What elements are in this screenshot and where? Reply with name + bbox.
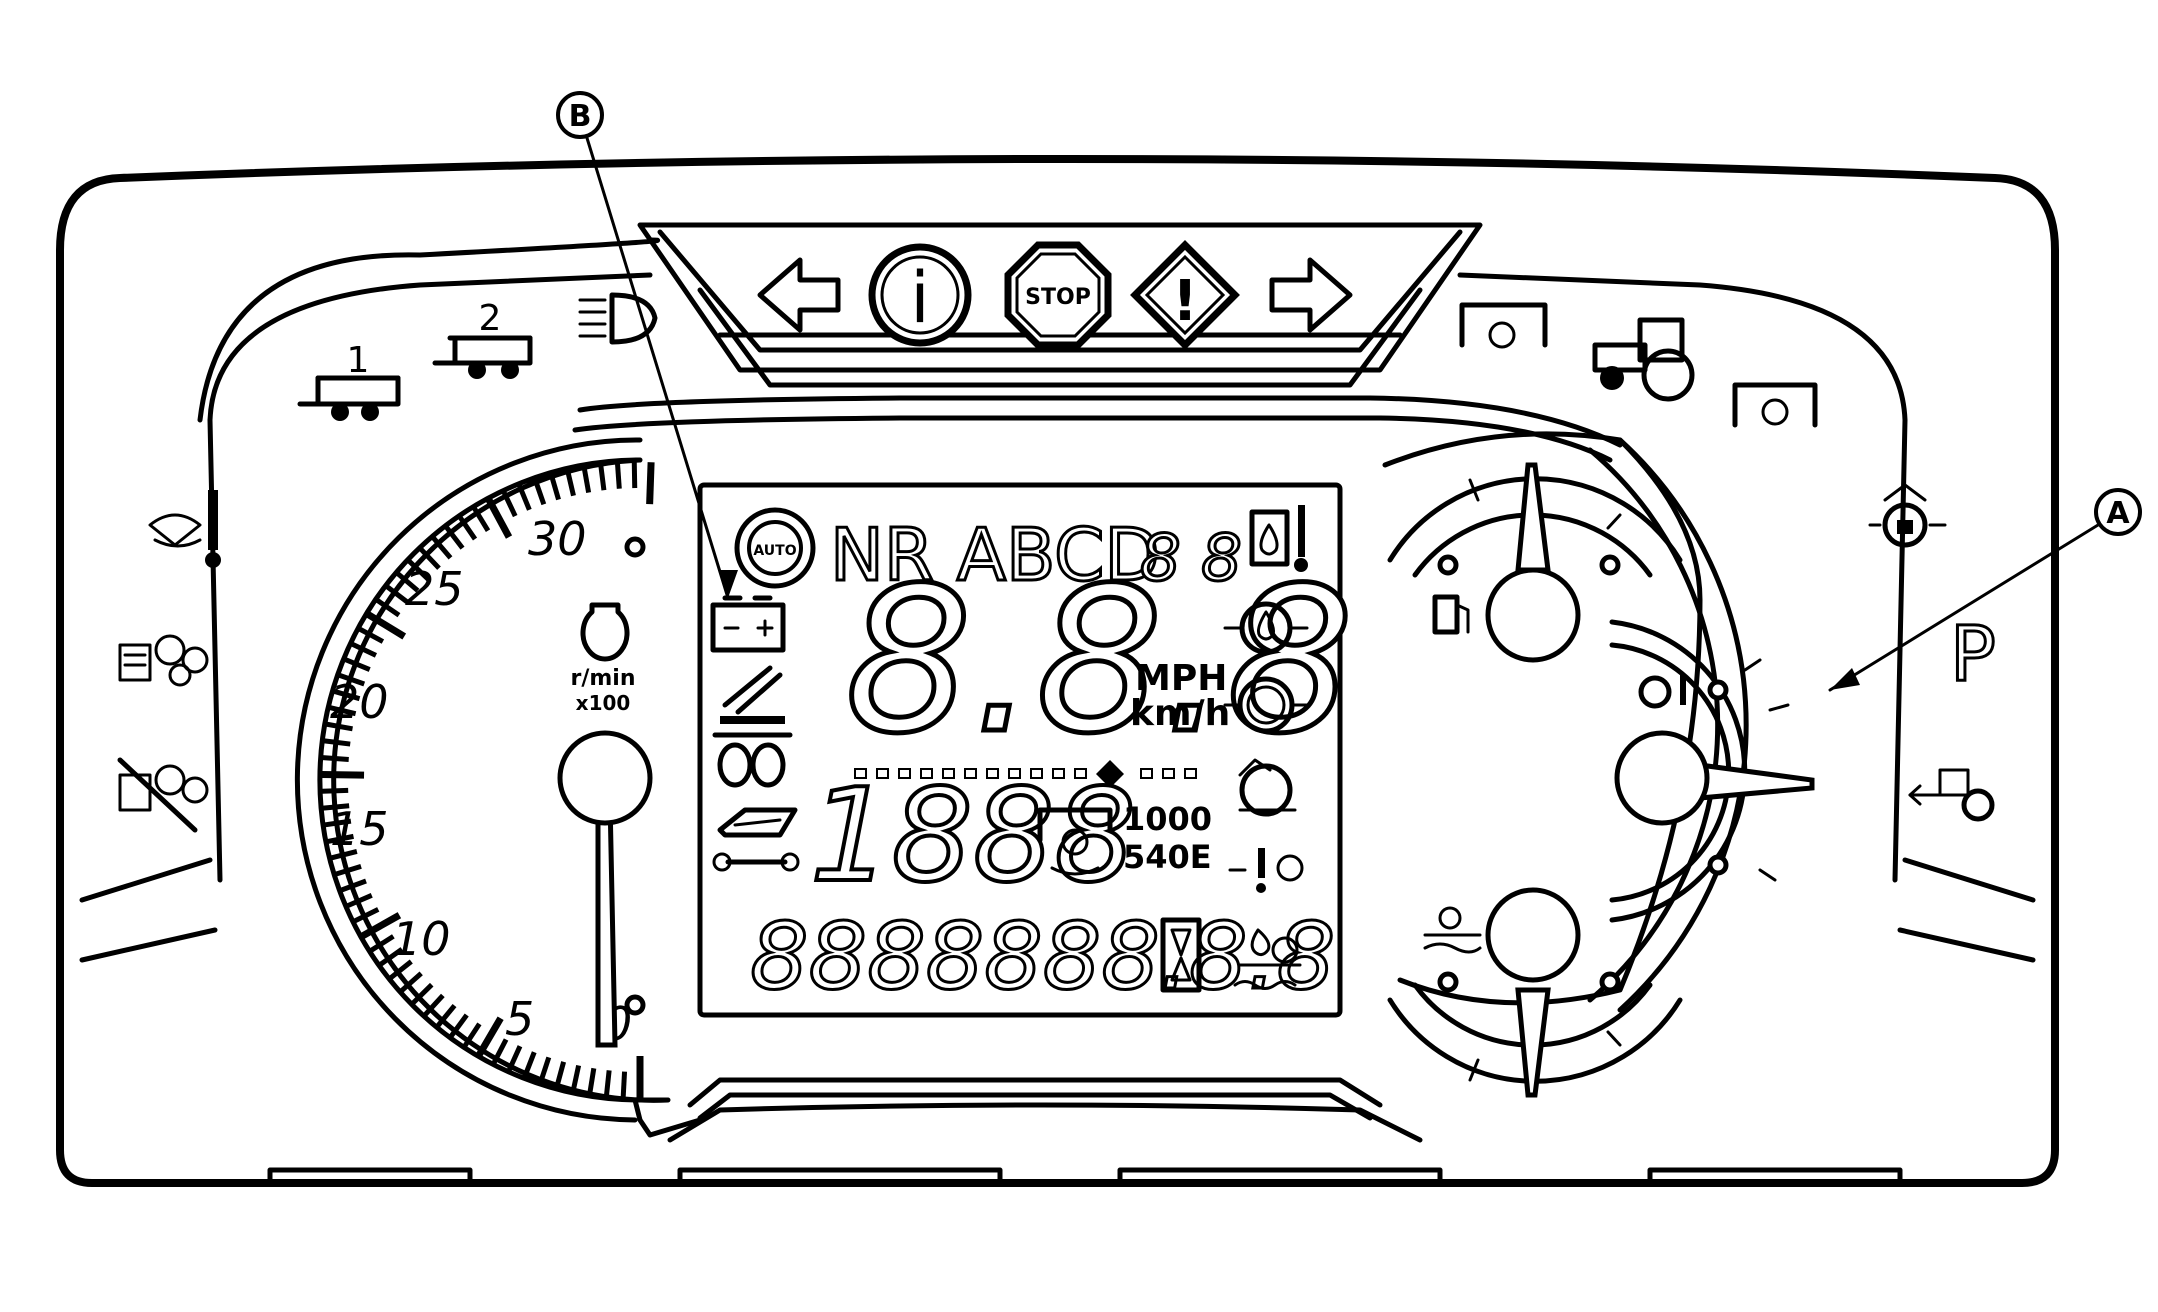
- tacho-hub: [560, 733, 650, 823]
- tacho-tick: [573, 1065, 578, 1090]
- hydraulic-warning-icon: [1230, 848, 1302, 893]
- callout-a-label: A: [2106, 496, 2130, 531]
- auto-label: AUTO: [753, 543, 796, 559]
- engine-temp-hub: [1617, 733, 1707, 823]
- tacho-needle: [598, 800, 615, 1045]
- wrench-icon: [714, 854, 798, 870]
- odometer-digits: 8888888.8.8: [750, 903, 1335, 1010]
- park-brake-indicator: P: [1950, 609, 1996, 698]
- tacho-tick: [650, 462, 651, 504]
- suspension-temperature-icon: [150, 490, 221, 568]
- hitch-lock-icon: [1870, 485, 1945, 545]
- stop-icon: STOP: [1008, 245, 1108, 345]
- tacho-indicator-light-bottom: [627, 997, 643, 1013]
- speed-unit-kmh: km/h: [1130, 693, 1230, 734]
- engine-temp-needle: [1700, 765, 1812, 798]
- trailer-1-label: 1: [347, 340, 370, 381]
- trailer-2-label: 2: [479, 298, 502, 339]
- trailer-1-icon: 1: [300, 340, 398, 421]
- tacho-label-20: 20: [330, 675, 389, 729]
- pto-1000-label: 1000: [1123, 800, 1212, 838]
- engine-icon: [583, 605, 627, 659]
- fuel-pump-icon: [1435, 597, 1468, 632]
- stop-icon-label: STOP: [1025, 285, 1091, 310]
- right-gauge-cluster: [1385, 434, 1812, 1095]
- aux-level-hub: [1488, 890, 1578, 980]
- tachometer: 0 5 10 15 20 25 30 r/min x100: [297, 440, 700, 1135]
- tacho-unit-line-2: x100: [576, 691, 631, 715]
- hydraulic-spray-off-icon: [120, 760, 207, 830]
- lcd-display: AUTO NR ABCD 8 8 8.8.8 MPH km/h: [700, 485, 1354, 1015]
- lcd-dot: [1163, 769, 1174, 778]
- tacho-tick: [617, 463, 619, 489]
- battery-icon: [713, 598, 783, 650]
- rear-hitch-icon: [1910, 770, 1992, 819]
- info-icon: i: [872, 247, 968, 343]
- tacho-tick: [623, 1072, 624, 1098]
- warning-light-bar: i STOP !: [640, 225, 1480, 385]
- pto-540e-label: 540E: [1123, 838, 1212, 876]
- tacho-tick: [601, 464, 604, 490]
- turn-left-arrow-icon: [760, 260, 838, 330]
- lcd-dot: [1141, 769, 1152, 778]
- tacho-tick: [479, 1018, 500, 1054]
- belt-icon: [720, 668, 785, 720]
- speed-digits: 8.8.8: [845, 545, 1354, 778]
- tacho-unit-line-1: r/min: [570, 666, 635, 691]
- warning-diamond-label: !: [1172, 269, 1198, 334]
- tacho-tick: [541, 1057, 549, 1082]
- tacho-label-15: 15: [330, 802, 389, 856]
- differential-lock-icon: [715, 735, 790, 785]
- tacho-tick: [489, 500, 509, 537]
- rear-pto-icon: [1735, 385, 1815, 425]
- tacho-tick: [324, 741, 350, 744]
- tacho-tick: [323, 758, 349, 760]
- auto-gear-icon: AUTO: [737, 510, 813, 586]
- tacho-tick: [322, 774, 364, 775]
- tacho-tick: [606, 1070, 609, 1096]
- trailer-2-icon: 2: [435, 298, 530, 379]
- warning-diamond-icon: !: [1135, 245, 1235, 345]
- hydraulic-spray-icon: [120, 636, 207, 685]
- tacho-label-5: 5: [505, 992, 534, 1046]
- tacho-label-25: 25: [405, 562, 464, 616]
- tacho-label-30: 30: [528, 512, 587, 566]
- lcd-dot: [1185, 769, 1196, 778]
- tacho-tick: [590, 1068, 594, 1094]
- coolant-level-icon: [1425, 908, 1480, 952]
- tacho-tick: [322, 790, 348, 791]
- engine-temp-icon: [1641, 675, 1686, 706]
- tacho-indicator-light-top: [627, 539, 643, 555]
- front-pto-icon: [1462, 305, 1545, 347]
- tacho-tick: [557, 1062, 564, 1087]
- tractor-icon: [1595, 320, 1692, 399]
- tacho-tick: [568, 470, 574, 495]
- info-icon-label: i: [910, 257, 929, 339]
- tacho-tick: [584, 467, 589, 493]
- service-book-icon: [720, 810, 795, 835]
- tacho-tick: [551, 475, 558, 500]
- fuel-gauge-hub: [1488, 570, 1578, 660]
- tacho-label-10: 10: [392, 912, 451, 966]
- turn-right-arrow-icon: [1272, 260, 1350, 330]
- callout-b-label: B: [569, 99, 592, 134]
